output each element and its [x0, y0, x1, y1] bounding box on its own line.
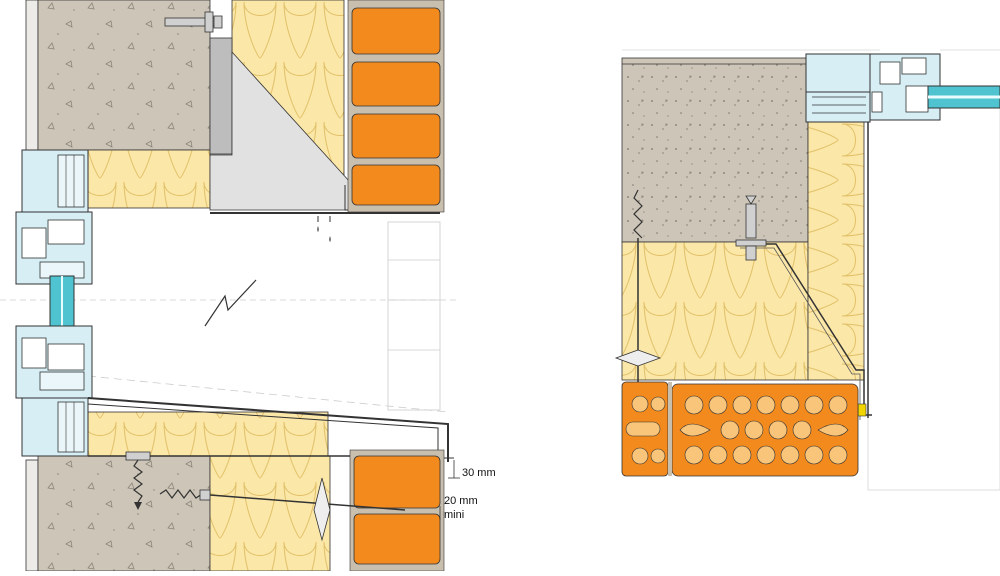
window-frame-profile [805, 53, 941, 123]
break-line-icon [204, 279, 257, 327]
window-frame-top [15, 149, 93, 285]
left-section-detail: 30 mm 20 mm mini [0, 0, 496, 572]
concrete-wall [621, 57, 809, 243]
right-plan-detail [614, 49, 1000, 491]
dimension-drip-clearance: 20 mm [444, 495, 478, 507]
steel-angle-support [209, 37, 440, 214]
perforated-brick-right [671, 383, 859, 477]
concrete-wall-lower [37, 455, 211, 572]
insulation-sill [87, 411, 329, 457]
reveal-flashing [736, 122, 872, 420]
perforated-brick-left [621, 381, 669, 477]
anchor-bolt-icon [164, 11, 223, 33]
insulation-reveal [807, 121, 865, 381]
glazing-pane [927, 85, 1000, 109]
brick-veneer-upper [347, 0, 445, 213]
anchor-bolt-icon [125, 451, 151, 510]
window-frame-bottom [15, 325, 93, 457]
anchor-bolt-icon [735, 195, 767, 261]
dimension-drip-qualifier: mini [444, 509, 464, 521]
dimension-annotations [439, 460, 460, 520]
ghost-window-outline [0, 221, 458, 413]
wall-tie-icon [159, 477, 406, 542]
brick-veneer-lower [349, 449, 445, 572]
drip-icon [317, 216, 331, 242]
insulation-lintel [87, 149, 211, 209]
dimension-cavity-width: 30 mm [462, 467, 496, 479]
insulation-lower [209, 455, 331, 572]
